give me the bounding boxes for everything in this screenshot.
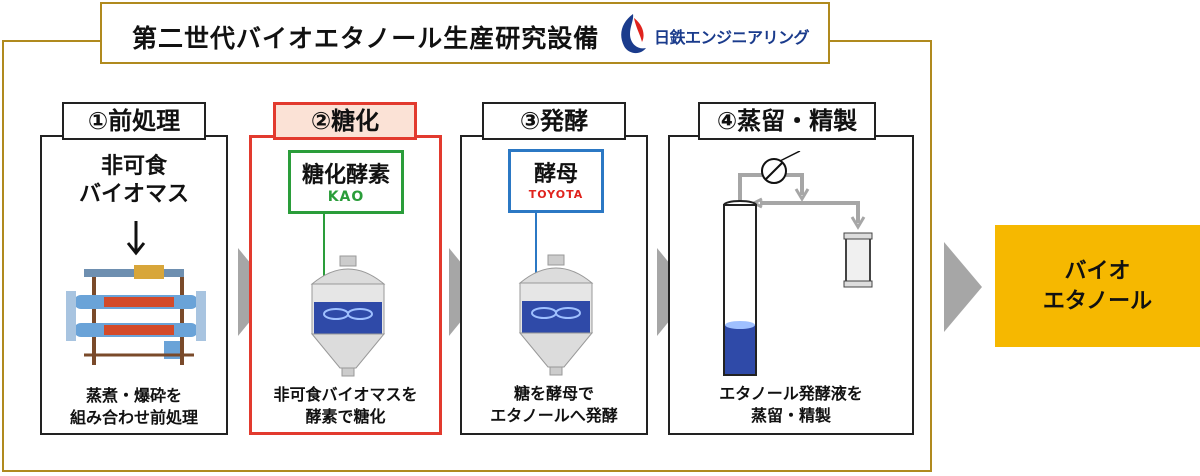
nippon-steel-logo-icon	[621, 14, 646, 54]
output-bioethanol-box: バイオ エタノール	[995, 225, 1200, 347]
saccharification-caption: 非可食バイオマスを 酵素で糖化	[252, 384, 439, 428]
distillation-caption-line-1: エタノール発酵液を	[719, 384, 863, 403]
biomass-line-1: 非可食	[100, 154, 167, 179]
title-box: 第二世代バイオエタノール生産研究設備 日鉄エンジニアリング	[100, 2, 830, 64]
stage-header-saccharification: ②糖化	[273, 102, 417, 140]
biomass-label: 非可食 バイオマス	[42, 153, 226, 209]
diagram-title: 第二世代バイオエタノール生産研究設備	[132, 24, 600, 53]
pretreatment-caption-line-2: 組み合わせ前処理	[69, 408, 198, 427]
down-arrow-icon	[126, 221, 146, 256]
enzyme-label: 糖化酵素	[301, 163, 390, 188]
biomass-line-2: バイオマス	[78, 182, 189, 207]
yeast-box: 酵母 TOYOTA	[508, 149, 604, 213]
output-line-1: バイオ	[1064, 259, 1131, 284]
stage-header-pretreatment: ①前処理	[62, 102, 206, 140]
pretreatment-equipment-image	[66, 265, 206, 365]
tank-reactor-image	[310, 214, 386, 377]
saccharification-caption-line-1: 非可食バイオマスを	[273, 385, 418, 404]
stage-pretreatment: 非可食 バイオマス 蒸煮・爆砕を 組み合わせ前処理	[40, 135, 228, 435]
process-arrow-icon	[944, 242, 982, 332]
kao-brand-text: KAO	[327, 189, 365, 205]
pretreatment-caption-line-1: 蒸煮・爆砕を	[85, 386, 182, 405]
distillation-column-image	[723, 151, 873, 376]
stage-header-fermentation: ③発酵	[482, 102, 626, 140]
toyota-brand-text: TOYOTA	[528, 188, 584, 201]
stage-distillation: エタノール発酵液を 蒸留・精製	[668, 135, 914, 435]
saccharification-enzyme-box: 糖化酵素 KAO	[288, 150, 404, 214]
fermentation-caption-line-2: エタノールへ発酵	[490, 406, 618, 425]
yeast-label: 酵母	[533, 162, 578, 187]
distillation-caption: エタノール発酵液を 蒸留・精製	[670, 383, 912, 427]
pretreatment-caption: 蒸煮・爆砕を 組み合わせ前処理	[42, 385, 226, 429]
distillation-caption-line-2: 蒸留・精製	[750, 406, 831, 425]
output-line-2: エタノール	[1042, 289, 1153, 314]
fermentation-caption: 糖を酵母で エタノールへ発酵	[462, 383, 646, 427]
saccharification-caption-line-2: 酵素で糖化	[305, 407, 386, 426]
stage-saccharification: 糖化酵素 KAO 非可食バイオマスを 酵素で糖化	[249, 135, 442, 435]
stage-fermentation: 酵母 TOYOTA 糖を酵母で エタノールへ発酵	[460, 135, 648, 435]
fermentation-caption-line-1: 糖を酵母で	[513, 384, 594, 403]
output-label: バイオ エタノール	[995, 257, 1200, 317]
stage-header-distillation: ④蒸留・精製	[698, 102, 876, 140]
logo-text: 日鉄エンジニアリング	[654, 28, 810, 47]
tank-reactor-image	[518, 213, 594, 376]
